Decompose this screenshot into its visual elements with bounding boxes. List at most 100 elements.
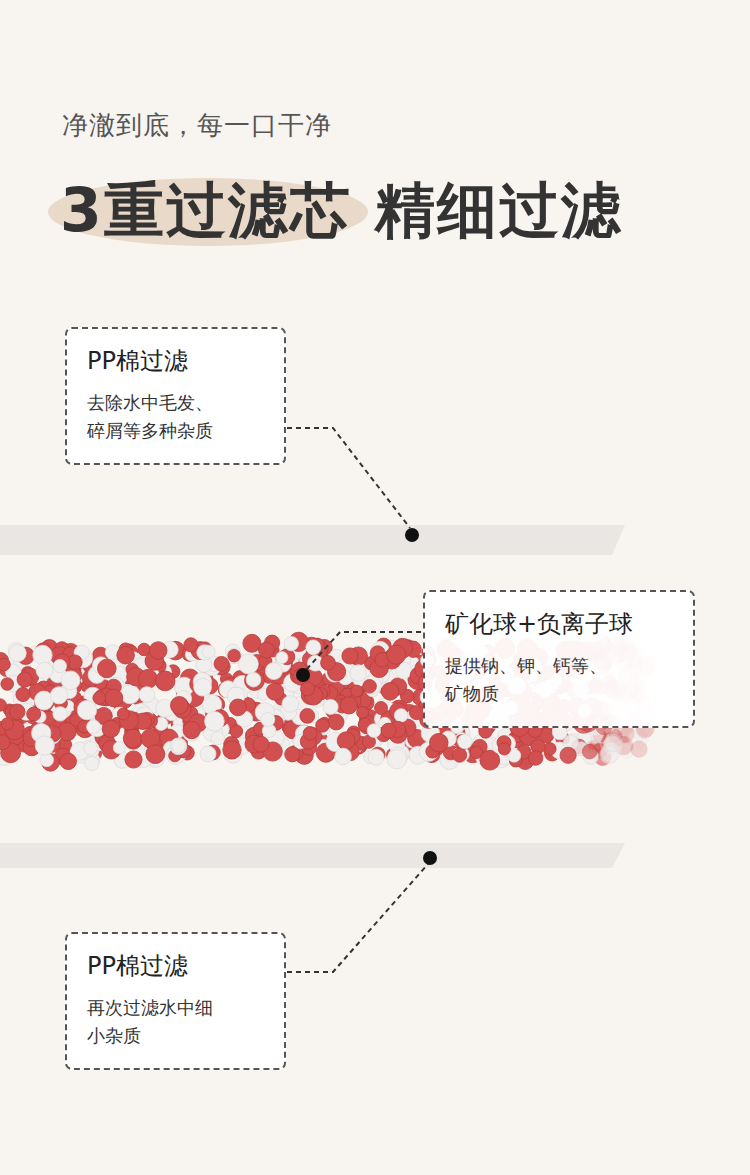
mineral-ball: [0, 699, 6, 711]
mineral-ball: [335, 748, 352, 765]
pp-cotton-layer: [0, 843, 625, 868]
mineral-ball: [125, 751, 142, 768]
mineral-ball: [394, 709, 407, 722]
mineral-ball: [300, 709, 315, 724]
mineral-ball: [194, 678, 212, 696]
mineral-ball: [363, 676, 381, 694]
mineral-ball: [351, 685, 363, 697]
mineral-ball: [375, 702, 388, 715]
mineral-ball: [342, 648, 358, 664]
mineral-ball: [98, 659, 117, 678]
mineral-ball: [223, 741, 241, 759]
mineral-ball: [259, 642, 275, 658]
mineral-ball: [381, 683, 399, 701]
mineral-ball: [430, 733, 449, 752]
mineral-ball: [121, 685, 140, 704]
mineral-ball: [560, 747, 576, 763]
mineral-ball: [102, 720, 120, 738]
mineral-ball: [301, 682, 315, 696]
mineral-ball: [53, 707, 67, 721]
mineral-ball: [93, 692, 106, 705]
mineral-ball: [149, 642, 167, 660]
mineral-ball: [306, 640, 321, 655]
mineral-ball: [35, 736, 54, 755]
mineral-ball: [0, 658, 10, 671]
leader-line: [306, 632, 421, 670]
mineral-ball: [211, 732, 224, 745]
mineral-ball: [33, 645, 52, 664]
mineral-ball: [582, 744, 597, 759]
mineral-ball: [9, 645, 26, 662]
mineral-ball: [605, 734, 623, 752]
mineral-ball: [276, 652, 288, 664]
leader-dot: [296, 668, 310, 682]
mineral-ball: [261, 713, 275, 727]
mineral-ball: [36, 662, 53, 679]
mineral-ball: [328, 714, 344, 730]
mineral-ball: [183, 721, 200, 738]
mineral-ball: [0, 735, 10, 750]
mineral-ball: [246, 672, 261, 687]
page-title: 3重过滤芯 精细过滤: [60, 172, 623, 248]
callout-body: 去除水中毛发、 碎屑等多种杂质: [87, 389, 219, 445]
mineral-ball: [172, 739, 186, 753]
mineral-ball: [214, 656, 229, 671]
mineral-ball: [139, 669, 158, 688]
callout-box: PP棉过滤去除水中毛发、 碎屑等多种杂质: [65, 327, 286, 465]
callout-box: PP棉过滤再次过滤水中细 小杂质: [65, 932, 286, 1070]
mineral-ball: [170, 738, 187, 755]
mineral-ball: [228, 649, 241, 662]
mineral-ball: [200, 746, 216, 762]
mineral-ball: [61, 671, 80, 690]
mineral-ball: [303, 727, 317, 741]
mineral-ball: [307, 641, 321, 655]
mineral-ball: [282, 696, 299, 713]
mineral-ball: [50, 687, 67, 704]
mineral-ball: [528, 751, 543, 766]
mineral-ball: [16, 687, 30, 701]
mineral-ball: [85, 756, 99, 770]
mineral-ball: [631, 741, 647, 757]
callout-box: 矿化球+负离子球提供钠、钾、钙等、 矿物质: [423, 590, 695, 728]
mineral-ball: [17, 672, 32, 687]
mineral-ball: [498, 743, 510, 755]
mineral-ball: [363, 680, 377, 694]
callout-heading: PP棉过滤: [87, 950, 264, 982]
mineral-ball: [387, 750, 406, 769]
callout-body: 再次过滤水中细 小杂质: [87, 994, 219, 1050]
mineral-ball: [1, 678, 14, 691]
mineral-ball: [544, 743, 557, 756]
mineral-ball: [123, 729, 141, 747]
mineral-ball: [266, 683, 283, 700]
mineral-ball: [139, 687, 155, 703]
mineral-ball: [1, 718, 13, 730]
mineral-ball: [230, 699, 247, 716]
subtitle: 净澈到底，每一口干净: [62, 108, 332, 142]
leader-dot: [405, 528, 419, 542]
mineral-ball: [87, 720, 101, 734]
mineral-ball: [316, 719, 330, 733]
mineral-ball: [146, 745, 165, 764]
mineral-ball: [367, 724, 381, 738]
mineral-ball: [284, 636, 298, 650]
mineral-ball: [253, 736, 269, 752]
mineral-ball: [381, 723, 396, 738]
mineral-ball: [337, 732, 355, 750]
mineral-ball: [53, 659, 66, 672]
mineral-ball: [453, 748, 467, 762]
mineral-ball: [27, 707, 41, 721]
mineral-ball: [113, 742, 125, 754]
mineral-ball: [321, 656, 336, 671]
mineral-ball: [285, 747, 300, 762]
mineral-ball: [265, 663, 282, 680]
mineral-ball: [409, 706, 423, 720]
leader-dot: [423, 851, 437, 865]
mineral-ball: [9, 704, 25, 720]
pp-cotton-layer: [0, 525, 625, 555]
mineral-ball: [60, 753, 76, 769]
mineral-ball: [458, 734, 473, 749]
mineral-ball: [105, 689, 123, 707]
mineral-ball: [117, 708, 129, 720]
mineral-ball: [238, 654, 258, 674]
mineral-ball: [155, 671, 175, 691]
